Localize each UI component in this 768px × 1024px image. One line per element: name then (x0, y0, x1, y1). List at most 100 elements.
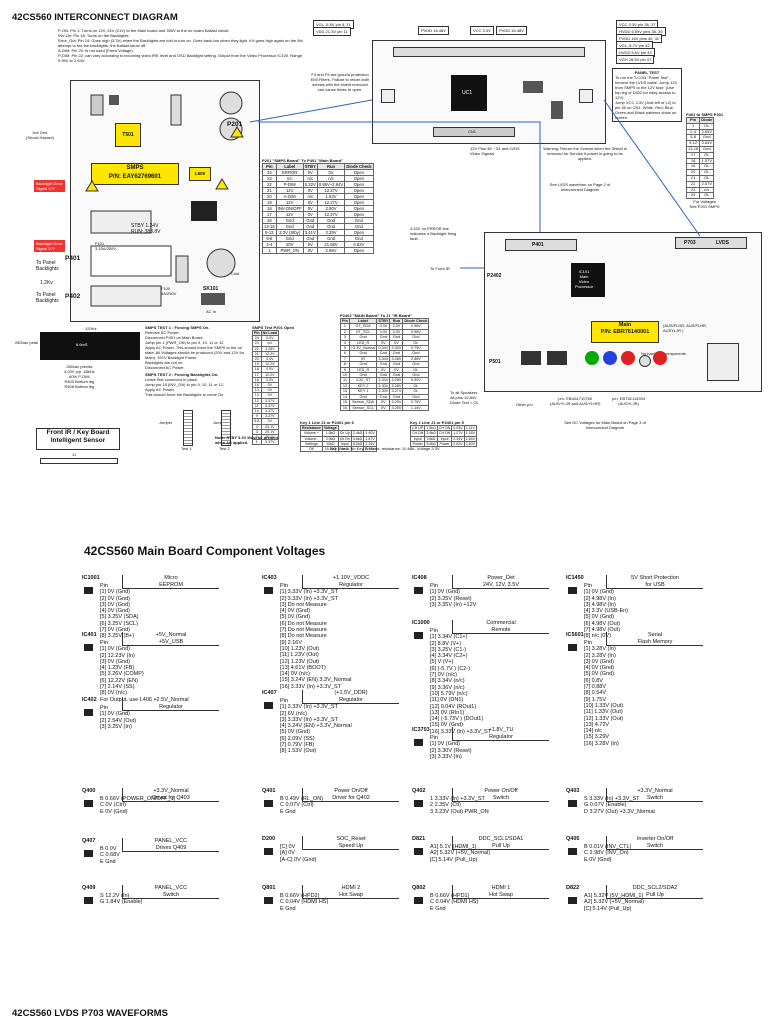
table-cell: 0.0V (260, 335, 279, 342)
table-cell: 20.1V (260, 428, 279, 436)
table-cell: 5.6kΩ (424, 440, 438, 448)
main-rca-red-2 (653, 351, 667, 365)
note-pon: P-ON: Pin 1: Turns on 12V, 24V (21V) to … (58, 28, 230, 33)
main-p703-label: P703 (684, 240, 696, 246)
table-cell: 3.30V (376, 388, 391, 395)
ac-inlet-sk101 (201, 293, 225, 305)
table-header-cell: Resistance (300, 424, 323, 432)
table-cell: KEY 1 (348, 388, 378, 395)
table-cell: 3.3V (376, 328, 391, 336)
p401-smps-label: P401 (65, 255, 81, 262)
table-cell: 1.40V (363, 430, 377, 437)
table-cell: 3.37V (260, 439, 279, 446)
table-cell: Gnd (402, 361, 430, 368)
table-cell: GT_SDA (348, 323, 378, 330)
smps-test-1-line: Backlights are not on. (145, 360, 184, 365)
chip-icon (568, 800, 577, 807)
table-cell: 1.14V (402, 404, 430, 411)
main-tuner (707, 343, 739, 381)
component-description: Power_Det 24V, 12V, 3.5V (452, 575, 549, 589)
component-pin-voltages: 1 3.33V (In) +3.3V_ST 2 2.35V (Ctl) 3 3.… (430, 796, 489, 815)
front-ir-box: Front IR / Key Board Intelligent Sensor (36, 428, 120, 450)
smps-label-box: SMPS P/N: EAY62769601 (91, 163, 179, 185)
component-name: Q802 (412, 885, 426, 891)
speakers-note: To all Speakers All pins 10.84V Diode Te… (450, 390, 479, 405)
component-name: IC5601 (566, 632, 584, 638)
chip-icon (414, 739, 423, 746)
main-ic101-chip: IC101 Main Video Processor (571, 263, 605, 297)
table-cell: 0V (260, 418, 279, 425)
main-rca-green (585, 351, 599, 365)
chip-icon (414, 848, 423, 855)
component-description: HDMI 2 Hot Swap (302, 885, 399, 899)
test-1-label: Test 1 (181, 446, 192, 451)
component-pin-voltages: Pin [1] 3.33V (In) +3.3V_ST [2] 6V (n/c)… (280, 698, 352, 755)
component-description: Inverter On/Off Switch (606, 836, 703, 850)
table-cell: IR (348, 355, 378, 363)
main-label-box: Main P/N: EBR76140001 (591, 321, 659, 343)
smps-board: T501 SMPS P/N: EAY62769601 L500 STBY 1.2… (65, 80, 260, 322)
component-name: Q801 (262, 885, 276, 891)
component-description: Commercial Remote (452, 620, 549, 634)
tcon-fuse-note: F4 and F5 are ground protection EMI Filt… (310, 72, 370, 92)
table-cell (350, 446, 365, 453)
component-name: Q400 (82, 788, 96, 794)
table-cell: 0.0V (260, 376, 279, 384)
table-cell: Gnd (376, 372, 391, 379)
component-pin-voltages: Pin [1] 0V (Gnd) [2] 3.30V (Reset) [3] 3… (430, 735, 472, 760)
table-cell: 0V (260, 382, 279, 389)
chip-icon (414, 632, 423, 639)
component-description: 5V Short Protection for USB (606, 575, 703, 589)
table-cell: n/c (260, 340, 279, 347)
tcon-label-pvdd2: PVDD 16.48V (496, 26, 527, 35)
table-cell: Open (344, 247, 374, 254)
p2402-table-title: P2402 "MAIN Board" To J1 "IR Board" (340, 313, 413, 318)
smps-test-2-title: SMPS TEST 2 : Forcing Backlights On. (145, 372, 219, 377)
table-cell: OL (402, 382, 430, 390)
table-cell: 0V (376, 404, 391, 411)
component-pin-voltages: S 3.33V (In) +3.3V_ST G 0.07V (Enable) D… (584, 796, 655, 815)
table-cell: 12.2V (260, 350, 279, 358)
table-cell: OL (402, 388, 430, 395)
table-cell: Gnd (376, 393, 391, 401)
chip-icon (414, 587, 423, 594)
key2-table-title: Key 2 Line J1 or P2401 pin 5 (410, 420, 464, 425)
component-pin-voltages: S 12.2V (In) G 1.84V (Enable) (100, 893, 143, 906)
panel-test-title: PANEL TEST (634, 70, 660, 75)
ac-in-label: AC In (206, 309, 217, 314)
chip-icon (264, 587, 273, 594)
connector-test-2 (221, 410, 231, 446)
main-rca-red (621, 351, 635, 365)
table-cell: 12.2V (260, 371, 279, 378)
chip-icon (264, 897, 273, 904)
main-p501-label: P501 (489, 359, 501, 365)
component-pin-voltages: B 0.66V (HPD1) C 0.04V (HDMI HS) E Gnd (430, 893, 479, 912)
component-name: D200 (262, 836, 276, 842)
warning-triangle-1 (215, 178, 229, 190)
capacitor-c1 (219, 91, 243, 115)
table-cell: 0.76V (402, 399, 430, 406)
component-description: Serial Flash Memory (606, 632, 703, 646)
chip-icon (414, 800, 423, 807)
to-panel-backlights-1: To Panel Backlights (36, 260, 59, 272)
fuse-f4 (579, 89, 593, 103)
fuse-f5 (381, 89, 395, 103)
page-title: 42CS560 INTERCONNECT DIAGRAM (12, 12, 178, 23)
tcon-label-vdd: VDD 21.3V pin 11 (313, 27, 351, 36)
